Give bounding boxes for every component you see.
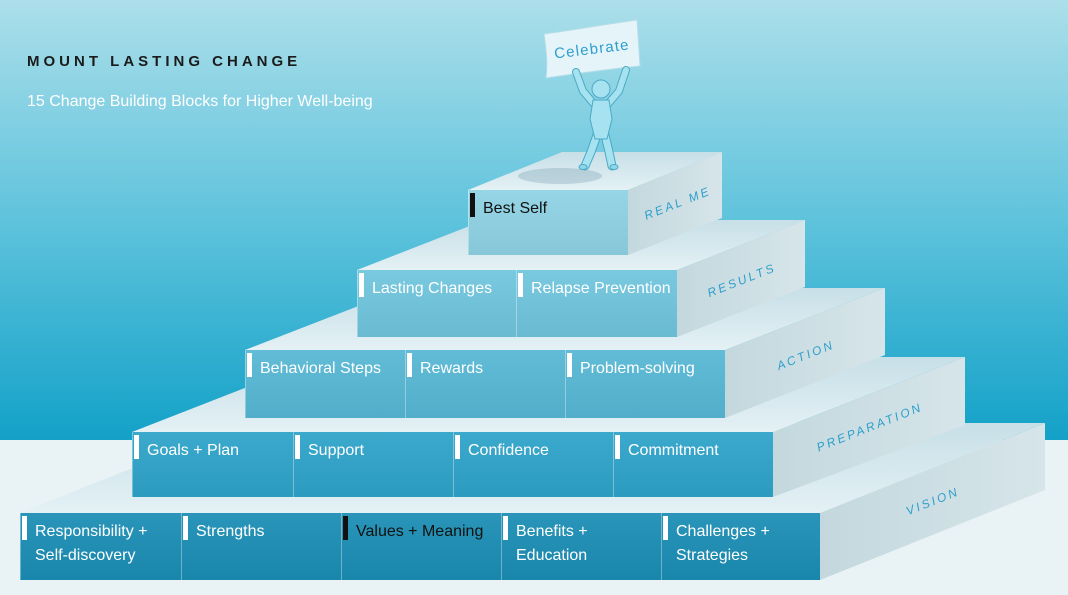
block-marker [134, 435, 139, 459]
results-side-face [677, 220, 805, 337]
block-support: Support [293, 432, 453, 497]
block-marker [407, 353, 412, 377]
block-benefits-education: Benefits + Education [501, 513, 661, 580]
block-marker [663, 516, 668, 540]
block-label: Responsibility + Self-discovery [35, 523, 148, 564]
block-label: Problem-solving [580, 360, 695, 377]
block-marker [295, 435, 300, 459]
block-strengths: Strengths [181, 513, 341, 580]
block-label: Challenges + Strategies [676, 523, 770, 564]
figure-shadow [518, 168, 602, 184]
block-label: Strengths [196, 523, 265, 540]
block-label: Goals + Plan [147, 442, 240, 459]
block-label: Behavioral Steps [260, 360, 381, 377]
diagram-title: MOUNT LASTING CHANGE [27, 53, 302, 70]
block-challenges-strategies: Challenges + Strategies [661, 513, 820, 580]
block-rewards: Rewards [405, 350, 565, 418]
block-commitment: Commitment [613, 432, 773, 497]
flag-banner-icon: Celebrate [543, 19, 641, 79]
block-marker [503, 516, 508, 540]
block-responsibility-self-discovery: Responsibility + Self-discovery [20, 513, 181, 580]
block-label: Confidence [468, 442, 549, 459]
block-marker [615, 435, 620, 459]
block-label: Benefits + Education [516, 523, 588, 564]
block-values-meaning: Values + Meaning [341, 513, 501, 580]
preparation-side-face [773, 357, 965, 497]
block-behavioral-steps: Behavioral Steps [245, 350, 405, 418]
block-marker [518, 273, 523, 297]
block-label: Commitment [628, 442, 719, 459]
action-side-face [725, 288, 885, 418]
real-me-top-face [468, 152, 722, 190]
block-confidence: Confidence [453, 432, 613, 497]
block-marker [247, 353, 252, 377]
block-lasting-changes: Lasting Changes [357, 270, 516, 337]
block-marker [470, 193, 475, 217]
block-label: Relapse Prevention [531, 280, 671, 297]
block-marker [343, 516, 348, 540]
real-me-side-face [628, 152, 722, 255]
celebrate-group: Celebrate [518, 19, 641, 184]
tier-real-me: REAL ME [468, 152, 722, 255]
vision-side-face [820, 423, 1045, 580]
block-marker [359, 273, 364, 297]
block-problem-solving: Problem-solving [565, 350, 725, 418]
block-goals-plan: Goals + Plan [132, 432, 293, 497]
block-marker [183, 516, 188, 540]
block-label: Values + Meaning [356, 523, 484, 540]
block-marker [455, 435, 460, 459]
block-label: Lasting Changes [372, 280, 493, 297]
block-relapse-prevention: Relapse Prevention [516, 270, 677, 337]
block-label: Rewards [420, 360, 484, 377]
diagram-subtitle: 15 Change Building Blocks for Higher Wel… [27, 93, 373, 110]
block-marker [567, 353, 572, 377]
person-celebrating-icon [572, 66, 630, 171]
block-label: Support [308, 442, 365, 459]
block-marker [22, 516, 27, 540]
block-label: Best Self [483, 200, 548, 217]
block-best-self: Best Self [468, 190, 628, 255]
